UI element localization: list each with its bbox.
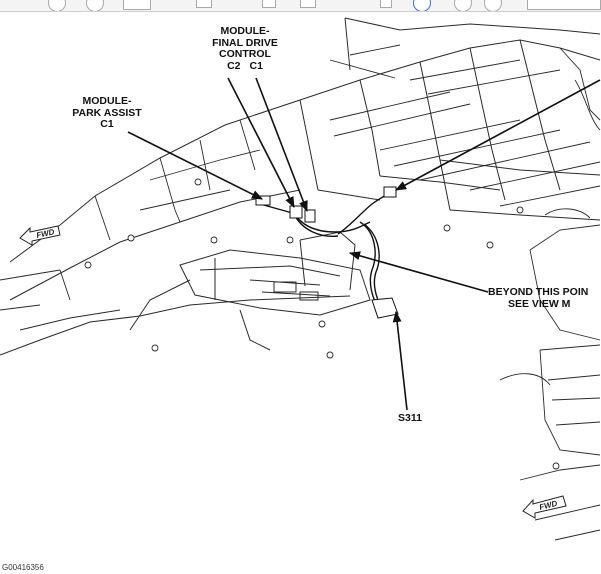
svg-text:FWD: FWD [36, 227, 56, 240]
fwd-marker-right: FWD [522, 495, 567, 519]
viewer-toolbar [0, 0, 601, 12]
info-icon[interactable] [413, 0, 431, 11]
fit-width-icon[interactable] [196, 0, 212, 8]
floor-ribs [329, 44, 601, 207]
label-connector-c2: C2 [227, 59, 241, 72]
floor-pan-outline [0, 17, 601, 356]
wiring-harness [259, 191, 393, 309]
leader-c2 [227, 77, 295, 208]
leader-arrows [127, 77, 601, 411]
grid-view-icon[interactable] [300, 0, 316, 8]
zoom-out-icon[interactable] [48, 0, 66, 11]
leader-top-right [395, 79, 601, 191]
side-rail [0, 119, 261, 331]
page-number-input[interactable] [123, 0, 151, 10]
leader-park-assist [127, 131, 264, 200]
center-bracket [129, 231, 371, 351]
svg-text:FWD: FWD [538, 499, 558, 512]
label-splice-s311: S311 [398, 412, 422, 424]
label-connector-c1: C1 [249, 59, 263, 72]
fasteners [84, 178, 560, 470]
rotate-icon[interactable] [262, 0, 276, 8]
leader-s311 [392, 310, 408, 411]
leader-beyond-point [348, 251, 489, 293]
leader-c1 [255, 77, 308, 213]
previous-icon[interactable] [454, 0, 472, 11]
figure-id: G00416356 [2, 563, 44, 572]
rear-quarter-panel [499, 47, 601, 541]
zoom-in-icon[interactable] [86, 0, 104, 11]
download-icon[interactable] [380, 0, 392, 8]
fwd-marker-left: FWD [19, 225, 61, 246]
next-icon[interactable] [484, 0, 502, 11]
label-beyond-this-point: BEYOND THIS POIN SEE VIEW M [488, 287, 589, 310]
label-park-assist-module: MODULE- PARK ASSIST C1 [72, 95, 142, 130]
